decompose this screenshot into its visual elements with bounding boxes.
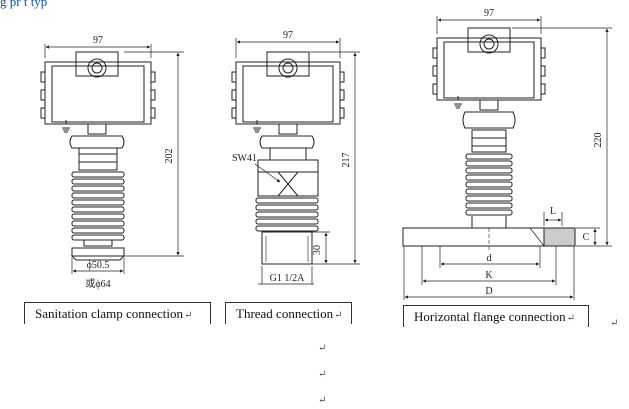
caption-thread: Thread connection↵ bbox=[225, 302, 352, 324]
display-window bbox=[278, 58, 298, 78]
dim-height-2: 217 bbox=[341, 153, 352, 168]
caption-sanitation-clamp: Sanitation clamp connection↵ bbox=[24, 302, 211, 324]
thread-drawing bbox=[231, 38, 360, 285]
dim-d-large: D bbox=[485, 286, 492, 297]
cooling-fins bbox=[71, 171, 125, 241]
hex-nut bbox=[257, 159, 319, 197]
dim-diameter-b: 或ϕ64 bbox=[85, 278, 110, 290]
paragraph-mark: ↵ bbox=[318, 369, 327, 380]
transmitter-housing bbox=[235, 61, 341, 125]
dim-width-2: 97 bbox=[283, 30, 293, 41]
paragraph-mark: ↵ bbox=[318, 395, 327, 406]
caption-flange-text: Horizontal flange connection bbox=[414, 309, 566, 324]
dim-k: K bbox=[485, 270, 493, 281]
dim-height-1: 202 bbox=[164, 149, 175, 164]
transmitter-housing bbox=[44, 61, 152, 125]
dim-d-small: d bbox=[487, 253, 492, 264]
paragraph-mark: ↵ bbox=[318, 343, 327, 354]
partial-heading: g pr t typ bbox=[0, 0, 48, 9]
paragraph-mark: ↵ bbox=[610, 318, 619, 329]
dim-l: L bbox=[550, 206, 556, 217]
display-window bbox=[87, 58, 107, 78]
dim-height-3: 220 bbox=[593, 133, 604, 148]
dim-diameter-a: ϕ50.5 bbox=[87, 260, 110, 271]
transmitter-housing bbox=[436, 37, 542, 101]
dim-thread-spec: G1 1/2A bbox=[270, 273, 306, 284]
caption-sanitation-text: Sanitation clamp connection bbox=[35, 306, 184, 321]
paragraph-mark: ↵ bbox=[566, 313, 575, 324]
paragraph-mark: ↵ bbox=[184, 310, 193, 321]
clamp-ferrule bbox=[71, 247, 125, 257]
dim-thread-length: 30 bbox=[312, 245, 323, 255]
dim-width-1: 97 bbox=[93, 35, 103, 46]
dim-width-3: 97 bbox=[484, 8, 494, 19]
thread-section bbox=[261, 231, 313, 265]
sanitation-clamp-drawing bbox=[40, 44, 184, 274]
flange-drawing bbox=[402, 16, 612, 300]
caption-thread-text: Thread connection bbox=[236, 306, 334, 321]
caption-horizontal-flange: Horizontal flange connection↵ bbox=[403, 305, 589, 327]
dim-wrench-size: SW41 bbox=[232, 153, 257, 164]
paragraph-mark: ↵ bbox=[334, 310, 343, 321]
display-window bbox=[479, 34, 499, 54]
cooling-fins bbox=[255, 197, 319, 232]
dim-c: C bbox=[583, 232, 590, 243]
cooling-fins bbox=[465, 153, 513, 216]
